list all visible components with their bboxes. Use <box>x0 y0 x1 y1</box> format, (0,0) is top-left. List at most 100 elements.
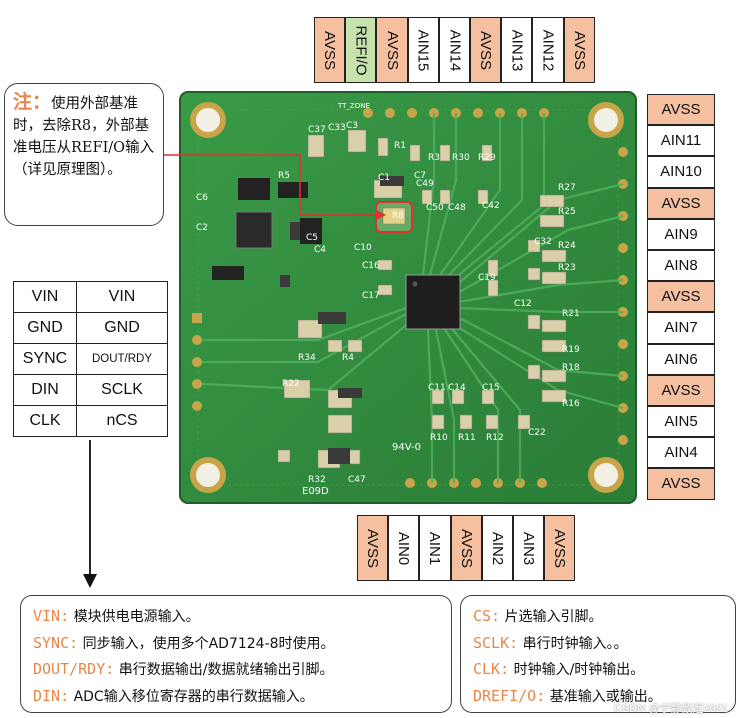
desc-box-left: VIN: 模块供电电源输入。 SYNC: 同步输入，使用多个AD7124-8时使用… <box>20 595 452 713</box>
right-pin-9: AVSS <box>647 374 715 406</box>
right-pin-7: AIN7 <box>647 312 715 344</box>
silk-ref: C1 <box>378 173 390 183</box>
silk-ref: C11 <box>428 383 446 393</box>
right-pin-0: AVSS <box>647 94 715 126</box>
silk-ref: C19 <box>478 273 496 283</box>
top-pin-0: AVSS <box>314 17 346 83</box>
desc-row: DOUT/RDY: 串行数据输出/数据就绪输出引脚。 <box>33 657 439 684</box>
silk-ref: R24 <box>558 241 576 251</box>
silk-ref: C48 <box>448 203 466 213</box>
regulator <box>238 178 270 200</box>
left-header-pads <box>192 313 202 411</box>
silk-bottom: E09D <box>302 486 329 497</box>
silk-ref: C22 <box>528 428 546 438</box>
silk-ref: C50 <box>426 203 444 213</box>
desc-text: 模块供电电源输入。 <box>69 609 200 625</box>
top-pin-3: AIN15 <box>407 17 439 83</box>
pin-table-cell: GND <box>13 312 77 344</box>
desc-text: 串行时钟输入。。 <box>518 635 628 652</box>
silk-ref: R11 <box>458 433 476 443</box>
desc-row: CS: 片选输入引脚。 <box>473 604 723 631</box>
pin-table-cell: SCLK <box>76 374 168 406</box>
desc-text: 时钟输入/时钟输出。 <box>509 662 645 678</box>
silk-ref: R27 <box>558 183 576 193</box>
mounting-hole-br <box>588 457 624 493</box>
pin-table-cell: VIN <box>13 281 77 313</box>
bottom-pin-4: AIN2 <box>481 515 513 581</box>
right-pin-2: AIN10 <box>647 156 715 188</box>
silk-ref: C6 <box>196 193 208 203</box>
silk-ref: R16 <box>562 399 580 409</box>
pin-table-cell: CLK <box>13 405 77 437</box>
desc-row: CLK: 时钟输入/时钟输出。 <box>473 657 723 684</box>
desc-key: CS: <box>473 607 501 625</box>
top-pin-7: AIN12 <box>532 17 564 83</box>
inductor <box>235 211 273 249</box>
silk-ref: R25 <box>558 207 576 217</box>
desc-key: DIN: <box>33 686 70 705</box>
silk-ref: R21 <box>562 309 580 319</box>
top-pin-1: REFI/O <box>345 17 377 83</box>
silk-ref: C37 <box>308 125 326 135</box>
right-pin-11: AIN4 <box>647 437 715 469</box>
silk-ref: C3 <box>346 121 358 131</box>
bottom-pin-1: AIN0 <box>388 515 420 581</box>
silk-ref: R5 <box>278 171 290 181</box>
right-pin-5: AIN8 <box>647 250 715 282</box>
note-label: 注： <box>13 91 52 113</box>
silk-ref: C47 <box>348 475 366 485</box>
silk-ref: R10 <box>430 433 448 443</box>
silk-ref: C5 <box>306 233 318 243</box>
desc-key: DREFI/O: <box>473 686 546 705</box>
silk-ref: R23 <box>558 263 576 273</box>
silk-ref: R22 <box>282 379 300 389</box>
silk-ref: C10 <box>354 243 372 253</box>
diode <box>212 266 244 280</box>
silk-ref: R18 <box>562 363 580 373</box>
watermark: CSDN @宁静致远2021 <box>614 703 728 715</box>
passives <box>277 129 567 469</box>
silk-ref: C33 <box>328 123 346 133</box>
top-pin-4: AIN14 <box>438 17 470 83</box>
desc-text: 同步输入，使用多个AD7124-8时使用。 <box>78 635 335 652</box>
right-pin-10: AIN5 <box>647 406 715 438</box>
mounting-hole-bl <box>190 457 226 493</box>
desc-text: ADC输入移位寄存器的串行数据输入。 <box>69 688 314 705</box>
desc-text: 基准输入或输出。 <box>545 688 662 705</box>
silk-ref: R34 <box>298 353 316 363</box>
desc-key: SYNC: <box>33 633 79 652</box>
silk-ref: R4 <box>342 353 354 363</box>
bottom-pin-2: AIN1 <box>419 515 451 581</box>
bottom-pin-5: AIN3 <box>513 515 545 581</box>
desc-key: DOUT/RDY: <box>33 660 115 678</box>
silk-ref: R19 <box>562 345 580 355</box>
top-pin-5: AVSS <box>470 17 502 83</box>
silk-ref: C32 <box>534 237 552 247</box>
mounting-hole-tr <box>588 102 624 138</box>
top-pin-2: AVSS <box>376 17 408 83</box>
adc-chip <box>405 274 461 330</box>
desc-row: SCLK: 串行时钟输入。。 <box>473 631 723 658</box>
silk-ref: C17 <box>362 291 380 301</box>
desc-text: 片选输入引脚。 <box>500 609 603 625</box>
right-pin-4: AIN9 <box>647 218 715 250</box>
silk-ref: C14 <box>448 383 466 393</box>
top-pin-8: AVSS <box>563 17 595 83</box>
right-pin-12: AVSS <box>647 468 715 500</box>
desc-key: VIN: <box>33 607 70 625</box>
note-text: 使用外部基准时，去除R8，外部基准电压从REFI/O输入（详见原理图）。 <box>13 96 155 178</box>
top-header-pads <box>363 108 549 118</box>
silk-ref: R30 <box>452 153 470 163</box>
silk-ref: R32 <box>308 475 326 485</box>
silk-small: TT_ZONE <box>337 102 370 110</box>
mounting-hole-tl <box>190 102 226 138</box>
silk-ref: C15 <box>482 383 500 393</box>
silk-ref: C7 <box>414 171 426 181</box>
